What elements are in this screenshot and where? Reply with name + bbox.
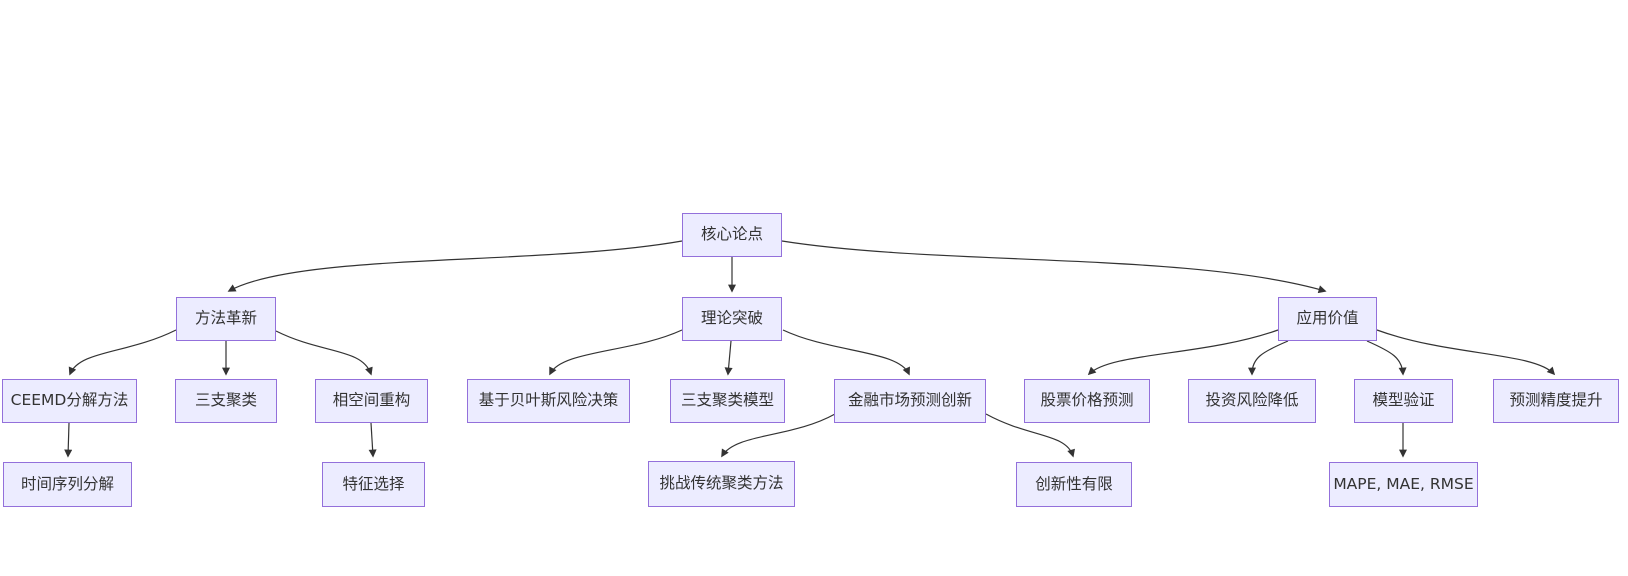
- node-feature-selection: 特征选择: [322, 462, 425, 507]
- edge-theory-to-bayes: [549, 329, 683, 376]
- node-three-way-model: 三支聚类模型: [670, 379, 785, 423]
- node-time-series-decomposition: 时间序列分解: [3, 462, 132, 507]
- edge-application-to-accuracy: [1376, 329, 1556, 376]
- node-application-value: 应用价值: [1278, 297, 1377, 341]
- node-metrics: MAPE, MAE, RMSE: [1329, 462, 1478, 507]
- node-challenge-clustering: 挑战传统聚类方法: [648, 461, 795, 507]
- node-theory-breakthrough: 理论突破: [682, 297, 782, 341]
- edge-theory-to-finance: [782, 329, 910, 376]
- edge-core-to-application: [781, 240, 1327, 294]
- node-limited-novelty: 创新性有限: [1016, 462, 1132, 507]
- edge-core-to-method: [227, 240, 683, 292]
- edge-theory-to-threewaymodel: [724, 340, 733, 376]
- edge-application-to-risk: [1248, 340, 1289, 376]
- node-phase-space: 相空间重构: [315, 379, 428, 423]
- edge-method-to-phasespace: [275, 330, 373, 376]
- edge-finance-to-challenge: [721, 413, 836, 458]
- node-model-validation: 模型验证: [1354, 379, 1453, 423]
- edge-method-to-ceemd: [68, 329, 177, 376]
- node-core-thesis: 核心论点: [682, 213, 782, 257]
- node-three-way-clustering: 三支聚类: [175, 379, 277, 423]
- node-risk-reduction: 投资风险降低: [1188, 379, 1316, 423]
- node-financial-innovation: 金融市场预测创新: [834, 379, 986, 423]
- node-bayes-risk: 基于贝叶斯风险决策: [467, 379, 630, 423]
- node-ceemd: CEEMD分解方法: [2, 379, 137, 423]
- edge-ceemd-to-timeseries: [64, 422, 73, 458]
- node-method-innovation: 方法革新: [176, 297, 276, 341]
- node-stock-prediction: 股票价格预测: [1024, 379, 1150, 423]
- edge-finance-to-limited: [985, 413, 1075, 458]
- edge-phasespace-to-feature: [368, 422, 377, 458]
- edge-application-to-validation: [1366, 340, 1407, 376]
- node-accuracy-improvement: 预测精度提升: [1493, 379, 1619, 423]
- edge-application-to-stock: [1087, 329, 1279, 376]
